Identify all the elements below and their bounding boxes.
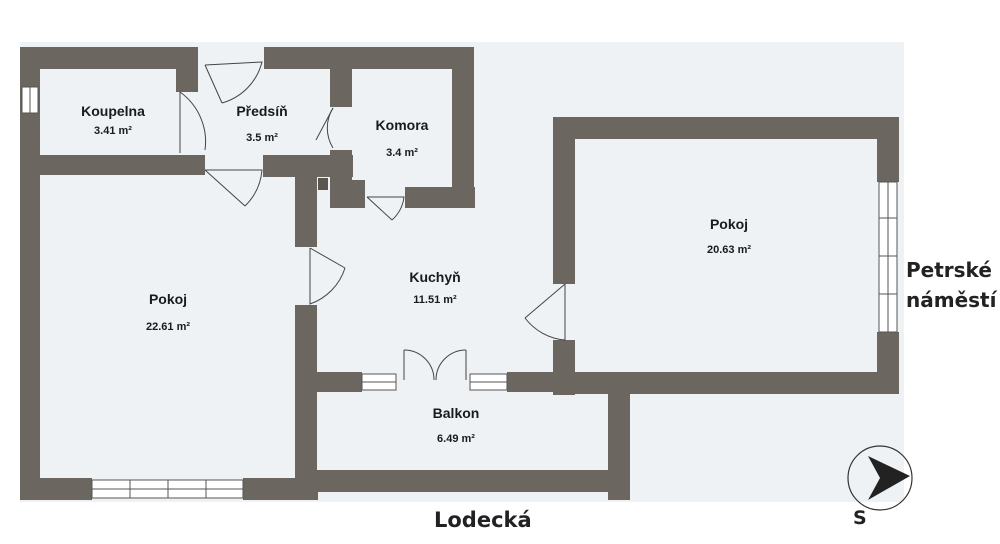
- street-label-line2: náměstí: [906, 288, 997, 312]
- doors: [179, 61, 566, 381]
- room-pokoj-right-name: Pokoj: [710, 216, 748, 232]
- street-label-lodecka: Lodecká: [434, 508, 532, 532]
- room-koupelna-area: 3.41 m²: [94, 125, 132, 137]
- room-kuchyn-area: 11.51 m²: [413, 294, 457, 306]
- room-koupelna-name: Koupelna: [81, 103, 145, 119]
- street-label-petrske-namesti: Petrské náměstí: [906, 255, 996, 315]
- room-balkon-area: 6.49 m²: [437, 433, 475, 445]
- room-pokoj-left-area: 22.61 m²: [146, 321, 190, 333]
- street-label-line1: Petrské: [906, 258, 992, 282]
- wall-marker: [318, 178, 328, 190]
- room-pokoj-right-area: 20.63 m²: [707, 244, 751, 256]
- room-komora-name: Komora: [376, 117, 429, 133]
- room-predsin-name: Předsíň: [236, 103, 287, 119]
- room-balkon-name: Balkon: [433, 405, 480, 421]
- room-predsin-area: 3.5 m²: [246, 132, 278, 144]
- compass-icon: [847, 445, 913, 511]
- room-komora-area: 3.4 m²: [386, 147, 418, 159]
- windows: [21, 86, 898, 499]
- walls: [20, 47, 899, 500]
- compass-letter: S: [853, 507, 867, 529]
- room-kuchyn-name: Kuchyň: [409, 269, 460, 285]
- room-pokoj-left-name: Pokoj: [149, 291, 187, 307]
